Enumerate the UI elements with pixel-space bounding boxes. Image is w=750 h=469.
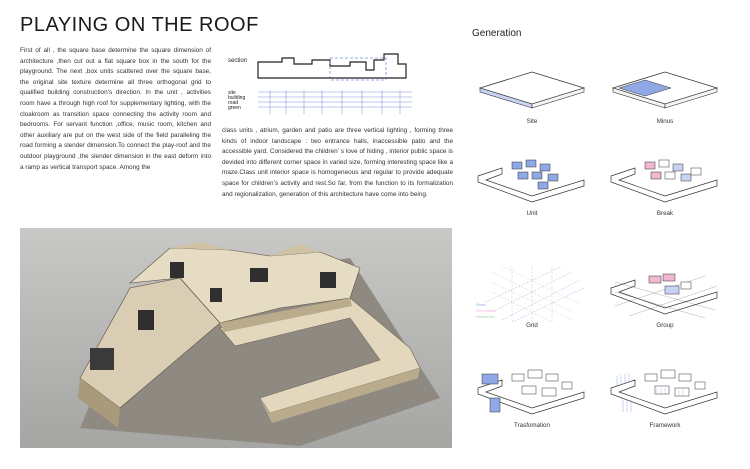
step-caption: Group	[656, 322, 674, 329]
layer-label-green: green	[228, 105, 241, 111]
step-caption: Site	[526, 118, 538, 125]
step-caption: Unit	[526, 210, 538, 217]
step-caption: Minus	[656, 118, 674, 125]
model-roof-peak-2	[270, 244, 320, 256]
layer-lines	[258, 90, 412, 114]
description-paragraph-1: First of all , the square base determine…	[20, 47, 211, 171]
model-window	[250, 268, 268, 282]
break-diagram	[610, 159, 718, 203]
model-window	[170, 262, 184, 278]
layer-label-road: road	[228, 100, 238, 106]
section-diagram: section site building road green	[228, 53, 412, 114]
section-label: section	[228, 58, 247, 64]
model-roof-units	[129, 247, 361, 324]
step-caption: Grid	[526, 322, 538, 329]
step-caption: Break	[656, 210, 674, 217]
generation-step-trasfomation: Trasfomation	[472, 362, 592, 437]
unit-diagram	[477, 159, 585, 203]
model-roof-edge	[220, 298, 352, 332]
group-diagram	[610, 273, 718, 319]
site-diagram	[478, 71, 586, 109]
generation-step-site: Site	[472, 58, 592, 133]
model-window	[320, 272, 336, 288]
generation-title: Generation	[472, 28, 522, 39]
step-caption: Trasfomation	[514, 422, 550, 429]
generation-step-grid: Road Orientation Residence Grid	[472, 262, 592, 337]
model-window	[138, 310, 154, 330]
page-title: PLAYING ON THE ROOF	[20, 14, 259, 36]
grid-diagram: Road Orientation Residence	[476, 265, 585, 323]
layer-label-site: site	[228, 90, 236, 96]
section-highlight	[329, 57, 387, 81]
generation-step-break: Break	[605, 150, 725, 225]
model-west-wing-side	[78, 378, 120, 428]
minus-diagram	[611, 71, 719, 109]
step-caption: Framework	[649, 422, 681, 429]
model-window	[90, 348, 114, 370]
grid-legend-road: Road	[476, 302, 486, 307]
generation-step-minus: Minus	[605, 58, 725, 133]
model-window	[210, 288, 222, 302]
grid-legend-orientation: Orientation	[476, 308, 496, 313]
grid-legend-residence: Residence	[476, 314, 496, 319]
trasfomation-diagram	[477, 369, 585, 415]
generation-step-group: Group	[605, 262, 725, 337]
framework-diagram	[610, 369, 718, 415]
layer-label-building: building	[228, 95, 245, 101]
section-outline	[257, 53, 407, 79]
model-roof-peak-1	[170, 242, 230, 250]
model-ramp-edge	[260, 368, 420, 423]
generation-step-framework: Framework	[605, 362, 725, 437]
generation-step-unit: Unit	[472, 150, 592, 225]
description-paragraph-2: class units , atrium, garden and patio a…	[222, 127, 453, 198]
model-photo	[20, 228, 452, 448]
